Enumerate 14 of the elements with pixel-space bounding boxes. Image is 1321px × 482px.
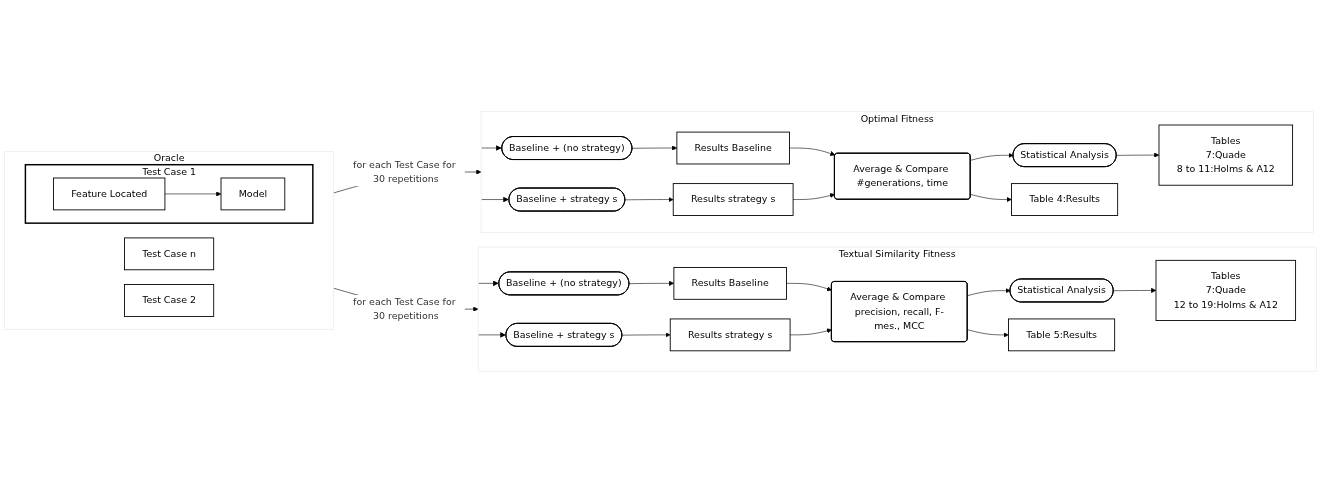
node-box: Results Baseline [673, 266, 787, 300]
node-box: Table 5:Results [1008, 318, 1116, 351]
node-box: Test Case 2 [124, 283, 215, 317]
node-box: Results strategy s [672, 182, 794, 216]
node-box: Test Case n [124, 237, 215, 270]
edge-label: for each Test Case for 30 repetitions [353, 158, 456, 184]
node-box: Feature Located [53, 177, 166, 210]
edge-label: for each Test Case for 30 repetitions [353, 295, 456, 322]
node-box: Tables 7:Quade 12 to 19:Holms & A12 [1155, 259, 1297, 321]
node-box: Table 4:Results [1011, 182, 1119, 216]
node-box: Model [220, 177, 286, 210]
node-box: Tables 7:Quade 8 to 11:Holms & A12 [1158, 124, 1294, 186]
node-box: Results strategy s [669, 318, 791, 351]
node-box: Results Baseline [676, 131, 790, 164]
